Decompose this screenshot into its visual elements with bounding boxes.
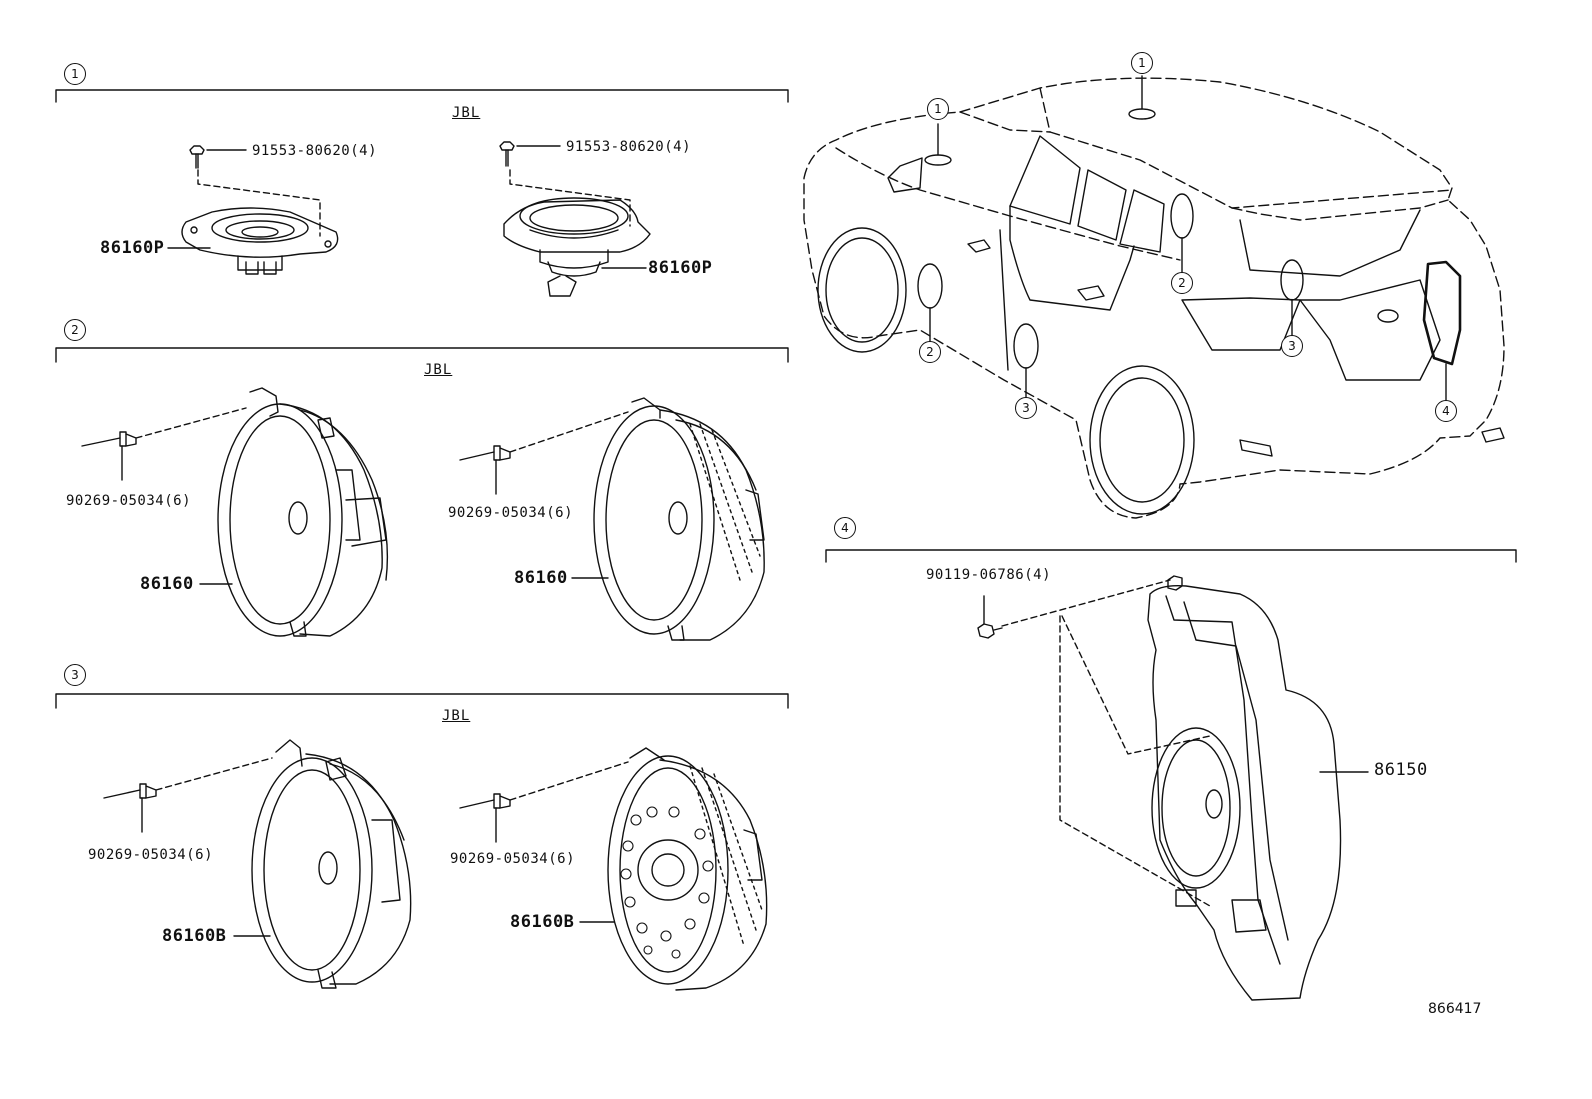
door-speaker-2-right [459,397,765,641]
vehicle-callout-3-door: 3 [1015,397,1037,419]
fastener-label-2a: 90269-05034(6) [66,493,192,509]
section-2-bracket [55,347,789,363]
section-4-bracket [825,549,1517,563]
vehicle-callout-2-rear-door: 2 [1171,272,1193,294]
part-label-1a: 86160P [100,238,165,258]
section-3-bracket [55,693,789,709]
door-speaker-3-right [459,747,768,991]
section-1-brand: JBL [452,105,481,121]
part-label-4: 86150 [1374,760,1428,780]
fastener-label-3a: 90269-05034(6) [88,847,214,863]
vehicle-callout-3-rear: 3 [1281,335,1303,357]
fastener-label-2b: 90269-05034(6) [448,505,574,521]
diagram-reference-number: 866417 [1428,1001,1482,1017]
vehicle-callout-4: 4 [1435,400,1457,422]
tweeter-right [499,141,651,297]
vehicle-callout-1-roof: 1 [1131,52,1153,74]
fastener-label-1b: 91553-80620(4) [566,139,692,155]
section-1-badge: 1 [64,63,86,85]
section-1-bracket [55,89,789,103]
subwoofer-assembly [977,575,1369,1001]
vehicle-callout-1-front: 1 [927,98,949,120]
part-label-3a: 86160B [162,926,227,946]
section-2-badge: 2 [64,319,86,341]
part-label-2a: 86160 [140,574,194,594]
section-3-badge: 3 [64,664,86,686]
fastener-label-3b: 90269-05034(6) [450,851,576,867]
fastener-label-4: 90119-06786(4) [926,567,1052,583]
tweeter-left [167,145,339,275]
part-label-2b: 86160 [514,568,568,588]
fastener-label-1a: 91553-80620(4) [252,143,378,159]
door-speaker-2-left [81,387,389,637]
vehicle-outline [803,75,1505,519]
part-label-3b: 86160B [510,912,575,932]
vehicle-callout-2-front-door: 2 [919,341,941,363]
section-4-badge: 4 [834,517,856,539]
door-speaker-3-left [103,739,412,989]
section-3-brand: JBL [442,708,471,724]
section-2-brand: JBL [424,362,453,378]
part-label-1b: 86160P [648,258,713,278]
